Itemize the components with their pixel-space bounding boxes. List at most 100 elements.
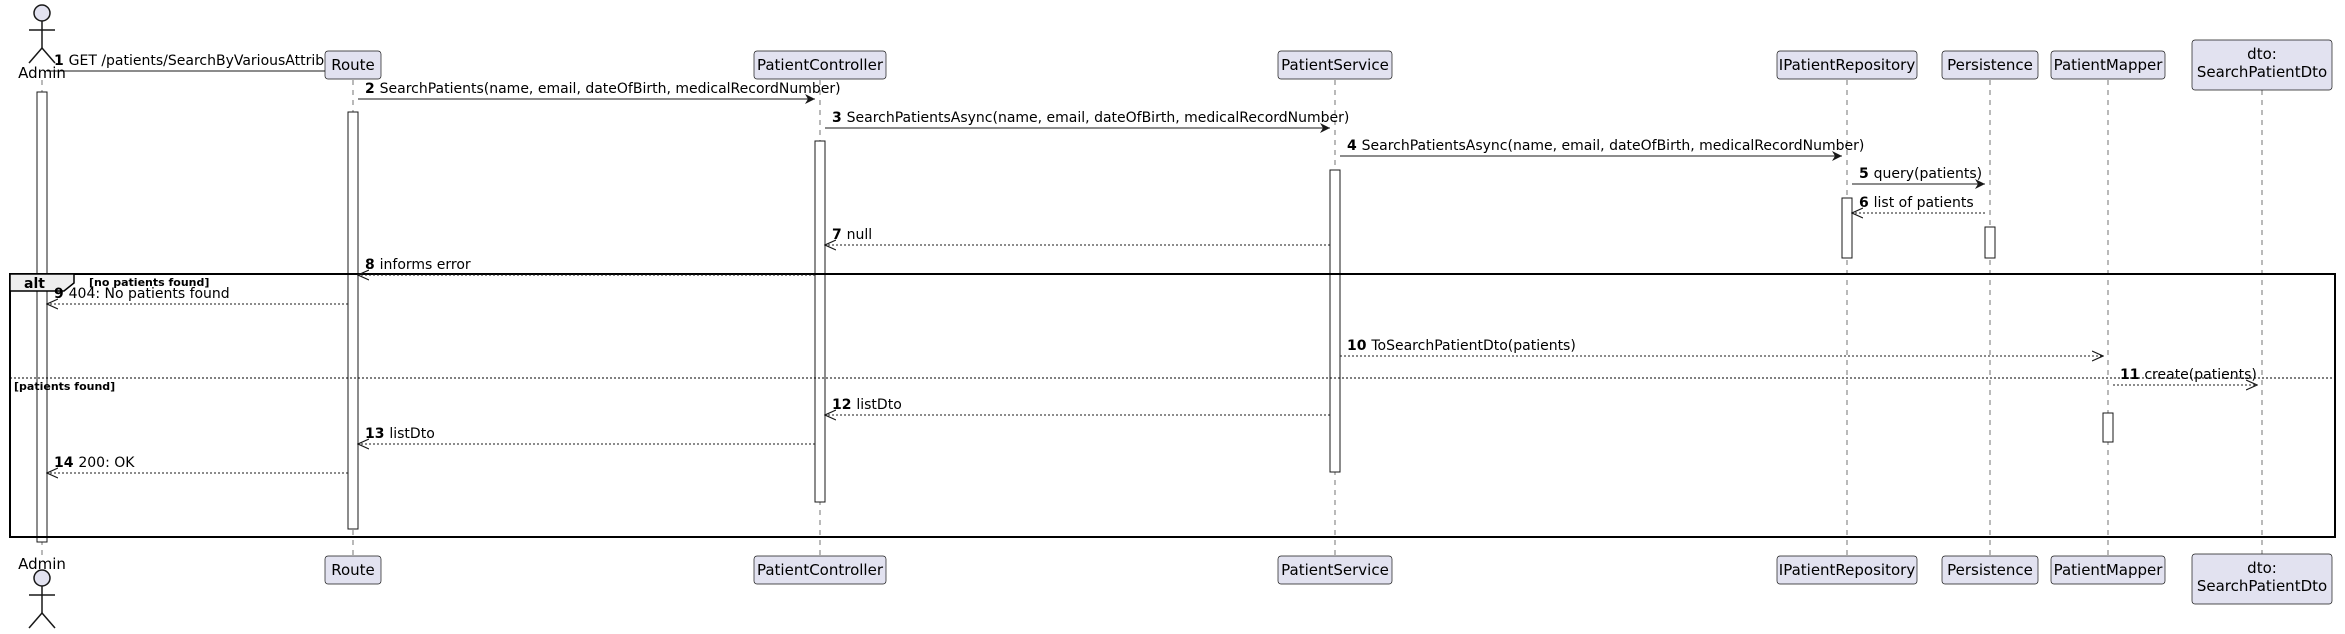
participant-box-controller: [753, 555, 887, 585]
message-number-9: 9: [54, 286, 69, 302]
participant-box-repo: [1776, 50, 1918, 80]
message-text-2: SearchPatients(name, email, dateOfBirth,…: [380, 81, 841, 97]
activation-bar-admin: [36, 91, 48, 543]
participant-box-dto: [2191, 39, 2333, 91]
participant-repo-top: IPatientRepository: [1776, 50, 1918, 80]
alt-frame: [9, 273, 2336, 538]
participant-dto-bottom: dto:SearchPatientDto: [2191, 553, 2333, 605]
message-label-3: 3 SearchPatientsAsync(name, email, dateO…: [832, 110, 1349, 126]
message-text-13: listDto: [389, 426, 434, 442]
message-number-7: 7: [832, 227, 847, 243]
message-text-12: listDto: [856, 397, 901, 413]
participant-label-service: PatientService: [1281, 561, 1389, 579]
activation-bar-mapper: [2102, 412, 2114, 443]
message-text-11: create(patients): [2144, 367, 2256, 383]
participant-mapper-bottom: PatientMapper: [2050, 555, 2166, 585]
message-number-1: 1: [54, 53, 69, 69]
participant-mapper-top: PatientMapper: [2050, 50, 2166, 80]
message-number-8: 8: [365, 257, 380, 273]
message-label-5: 5 query(patients): [1859, 166, 1982, 182]
participant-dto-top: dto:SearchPatientDto: [2191, 39, 2333, 91]
activation-bar-repo: [1841, 197, 1853, 259]
participant-label-dto-line1: dto:: [2247, 45, 2277, 63]
message-number-11: 11: [2120, 367, 2144, 383]
message-number-6: 6: [1859, 195, 1874, 211]
participant-controller-bottom: PatientController: [753, 555, 887, 585]
participant-box-mapper: [2050, 50, 2166, 80]
participant-label-route: Route: [331, 56, 375, 74]
message-text-10: ToSearchPatientDto(patients): [1370, 338, 1575, 354]
message-text-14: 200: OK: [78, 455, 135, 471]
participant-box-dto: [2191, 553, 2333, 605]
participant-persistence-bottom: Persistence: [1941, 555, 2039, 585]
message-text-5: query(patients): [1874, 166, 1982, 182]
message-label-6: 6 list of patients: [1859, 195, 1974, 211]
participant-box-route: [324, 50, 382, 80]
participant-label-dto-line2: SearchPatientDto: [2197, 577, 2327, 595]
participant-box-service: [1277, 50, 1393, 80]
participant-label-controller: PatientController: [757, 56, 884, 74]
participant-label-controller: PatientController: [757, 561, 884, 579]
message-number-12: 12: [832, 397, 856, 413]
participant-box-persistence: [1941, 555, 2039, 585]
message-label-8: 8 informs error: [365, 257, 471, 273]
activation-bar-service: [1329, 169, 1341, 473]
participant-label-service: PatientService: [1281, 56, 1389, 74]
activation-bar-route: [347, 111, 359, 530]
participant-box-persistence: [1941, 50, 2039, 80]
actor-admin-bottom: Admin: [18, 555, 66, 629]
message-text-1: GET /patients/SearchByVariousAttributes: [69, 53, 355, 69]
message-label-1: 1 GET /patients/SearchByVariousAttribute…: [54, 53, 354, 69]
participant-box-controller: [753, 50, 887, 80]
message-number-2: 2: [365, 81, 380, 97]
message-number-13: 13: [365, 426, 389, 442]
message-text-7: null: [847, 227, 873, 243]
actor-admin-top: Admin: [18, 4, 66, 82]
alt-frame-tab: [9, 273, 75, 292]
message-label-2: 2 SearchPatients(name, email, dateOfBirt…: [365, 81, 841, 97]
participant-label-persistence: Persistence: [1947, 561, 2033, 579]
participant-repo-bottom: IPatientRepository: [1776, 555, 1918, 585]
participant-label-mapper: PatientMapper: [2054, 561, 2164, 579]
message-label-12: 12 listDto: [832, 397, 902, 413]
participant-label-route: Route: [331, 561, 375, 579]
message-label-14: 14 200: OK: [54, 455, 135, 471]
participant-box-service: [1277, 555, 1393, 585]
participant-service-top: PatientService: [1277, 50, 1393, 80]
participant-route-bottom: Route: [324, 555, 382, 585]
actor-figure-icon: [28, 569, 56, 629]
message-text-6: list of patients: [1874, 195, 1974, 211]
participant-label-dto-line1: dto:: [2247, 559, 2277, 577]
participant-route-top: Route: [324, 50, 382, 80]
message-text-8: informs error: [380, 257, 471, 273]
participant-box-mapper: [2050, 555, 2166, 585]
actor-label-admin-top: Admin: [18, 64, 66, 82]
message-number-10: 10: [1347, 338, 1371, 354]
guard-label-patients-found: [patients found]: [14, 380, 115, 393]
activation-bar-controller: [814, 140, 826, 503]
participant-persistence-top: Persistence: [1941, 50, 2039, 80]
participant-controller-top: PatientController: [753, 50, 887, 80]
message-number-5: 5: [1859, 166, 1874, 182]
participant-label-dto-line2: SearchPatientDto: [2197, 63, 2327, 81]
message-label-13: 13 listDto: [365, 426, 435, 442]
participant-box-repo: [1776, 555, 1918, 585]
message-text-3: SearchPatientsAsync(name, email, dateOfB…: [847, 110, 1350, 126]
message-label-11: 11 create(patients): [2120, 367, 2257, 383]
message-text-9: 404: No patients found: [69, 286, 230, 302]
message-label-9: 9 404: No patients found: [54, 286, 230, 302]
message-label-10: 10 ToSearchPatientDto(patients): [1347, 338, 1576, 354]
participant-service-bottom: PatientService: [1277, 555, 1393, 585]
message-number-4: 4: [1347, 138, 1362, 154]
activation-bar-persistence: [1984, 226, 1996, 259]
guard-label-no-patients: [no patients found]: [89, 276, 209, 289]
participant-label-repo: IPatientRepository: [1779, 56, 1916, 74]
participant-label-mapper: PatientMapper: [2054, 56, 2164, 74]
message-number-3: 3: [832, 110, 847, 126]
actor-label-admin-bottom: Admin: [18, 555, 66, 573]
participant-label-persistence: Persistence: [1947, 56, 2033, 74]
message-number-14: 14: [54, 455, 78, 471]
alt-frame-label: alt: [24, 276, 45, 292]
participant-label-repo: IPatientRepository: [1779, 561, 1916, 579]
